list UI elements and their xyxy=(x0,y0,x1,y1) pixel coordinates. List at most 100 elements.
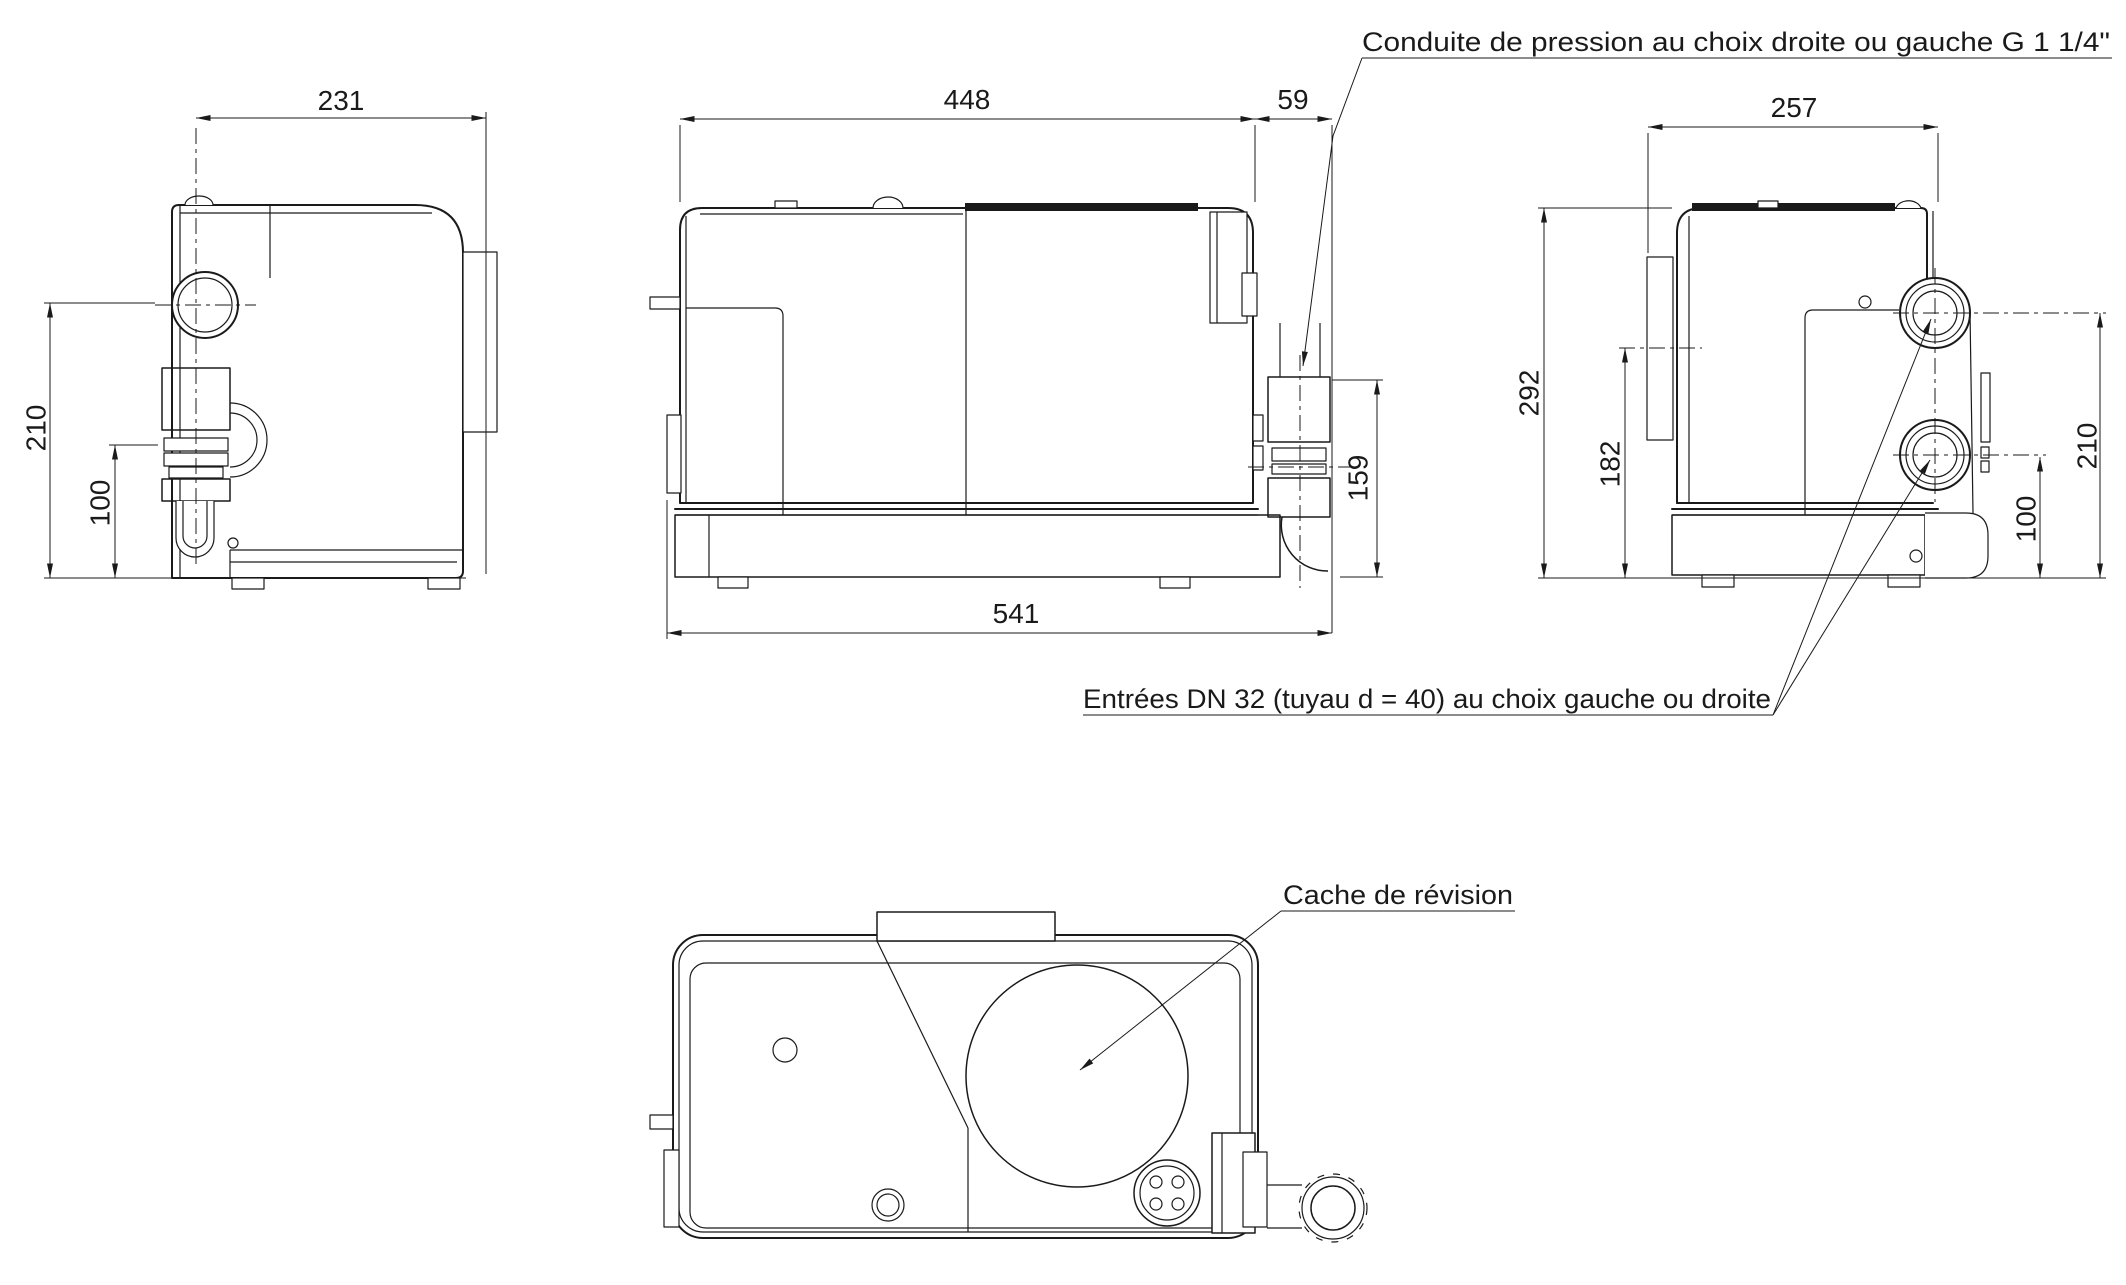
front-view-base-frame xyxy=(674,514,1281,578)
top-view-vent-hole xyxy=(772,1037,798,1063)
top-view-handle-tab xyxy=(876,911,1056,942)
top-view-panel-joint-diagonal xyxy=(876,940,969,1129)
front-view-left-plate xyxy=(666,414,682,494)
dim-front-outlet-offset-value: 59 xyxy=(1277,84,1308,115)
dim-right-depth: 257 xyxy=(1647,92,1939,253)
top-view-inspection-cover xyxy=(965,964,1189,1188)
top-view-threaded-cap-notches xyxy=(1298,1173,1368,1243)
right-view-face-edge xyxy=(1969,310,1974,514)
inlets-label: Entrées DN 32 (tuyau d = 40) au choix ga… xyxy=(1083,684,1771,714)
front-view-top-dome xyxy=(872,196,904,209)
right-view-foot xyxy=(1701,574,1735,588)
right-view-screw xyxy=(1858,295,1872,309)
dim-left-lower-height: 100 xyxy=(85,444,158,578)
left-view: 231 210 100 xyxy=(21,85,498,590)
dim-right-plate-height: 182 xyxy=(1595,348,1628,578)
dim-left-width: 231 xyxy=(196,85,487,574)
dim-left-inlet-height: 210 xyxy=(21,302,155,578)
front-view-fitting-ring xyxy=(1271,463,1327,475)
dim-right-total-height-value: 292 xyxy=(1514,370,1545,417)
dim-left-lower-height-value: 100 xyxy=(85,480,116,527)
left-view-body-outline xyxy=(171,204,464,579)
pressure-line-label: Conduite de pression au choix droite ou … xyxy=(1362,27,2110,57)
dim-front-total-length: 541 xyxy=(666,500,1332,639)
dim-left-inlet-height-value: 210 xyxy=(21,405,52,452)
right-view-screw xyxy=(1909,549,1923,563)
dim-front-outlet-offset: 59 xyxy=(1255,84,1333,633)
right-view-edge-strip xyxy=(1980,372,1991,443)
right-view-edge-tab xyxy=(1980,446,1990,459)
front-view-knurled-collar xyxy=(1267,477,1331,518)
right-view-top-dome xyxy=(1895,200,1922,209)
front-view-side-tab xyxy=(1252,445,1264,471)
dim-right-lower-inlet-height-value: 100 xyxy=(2011,496,2042,543)
front-view-outlet-socket xyxy=(1209,211,1248,324)
top-view-grommet-hole xyxy=(1149,1197,1163,1211)
inspection-cover-leader xyxy=(1079,910,1282,1071)
left-view-foot xyxy=(427,577,461,590)
front-view-foot xyxy=(717,576,749,589)
dim-right-total-height: 292 xyxy=(1514,207,1672,578)
dim-left-width-value: 231 xyxy=(318,85,365,116)
inlets-leader-lower xyxy=(1772,459,1931,716)
top-view-grommet-hole xyxy=(1171,1197,1185,1211)
left-view-foot xyxy=(231,577,265,590)
dim-front-outlet-height-value: 159 xyxy=(1343,455,1374,502)
dim-right-lower-inlet-height: 100 xyxy=(2011,457,2043,578)
top-view-small-port-inner xyxy=(876,1193,900,1217)
top-view-threaded-cap-bore xyxy=(1310,1185,1356,1231)
annotations: Conduite de pression au choix droite ou … xyxy=(1079,27,2112,1071)
right-view-edge-tab xyxy=(1980,460,1990,473)
front-view-top-tab xyxy=(774,200,798,209)
dim-front-body-length: 448 xyxy=(679,84,1256,202)
front-view: 448 59 541 159 xyxy=(649,84,1383,639)
dim-right-upper-inlet-height-value: 210 xyxy=(2072,423,2103,470)
dim-right-depth-value: 257 xyxy=(1771,92,1818,123)
left-view-siphon-loop-inner xyxy=(229,412,258,468)
right-view-foot xyxy=(1887,574,1921,588)
top-view-panel xyxy=(689,962,1241,1229)
left-view-siphon-loop xyxy=(229,402,268,478)
left-view-drain-tube-inner xyxy=(182,501,208,549)
top-view-threaded-cap xyxy=(1301,1176,1365,1240)
right-view-top-tab xyxy=(1757,200,1779,209)
top-view-grommet-hole xyxy=(1171,1175,1185,1189)
inlets-leader-upper xyxy=(1772,318,1932,716)
front-view-recess-panel xyxy=(686,307,784,515)
dim-front-outlet-height: 159 xyxy=(1332,379,1383,578)
dim-right-plate-height-value: 182 xyxy=(1595,441,1626,488)
front-view-side-tab xyxy=(1252,414,1264,442)
top-view-left-pin xyxy=(649,1114,674,1130)
front-view-threaded-fitting xyxy=(1267,376,1331,443)
top-view-small-port xyxy=(871,1188,905,1222)
pressure-line-leader xyxy=(1301,57,1363,367)
right-view-base-frame xyxy=(1671,514,1926,576)
left-view-top-dome xyxy=(184,195,214,206)
front-view-lid-strip xyxy=(965,203,1198,211)
top-view-grommet-hole xyxy=(1149,1175,1163,1189)
dim-right-upper-inlet-height: 210 xyxy=(2072,313,2103,578)
front-view-outlet-elbow xyxy=(1280,516,1329,572)
front-view-left-pin xyxy=(649,296,681,310)
right-view-lid-strip xyxy=(1692,203,1895,211)
front-view-foot xyxy=(1159,576,1191,589)
front-view-socket-latch xyxy=(1241,272,1258,317)
right-view: 257 292 182 210 100 xyxy=(1514,92,2106,588)
top-view-outlet-flange xyxy=(1242,1151,1268,1228)
right-view-body-outline xyxy=(1676,207,1928,504)
inspection-cover-label: Cache de révision xyxy=(1283,880,1513,910)
top-view-cable-grommet-inner xyxy=(1139,1165,1195,1221)
front-view-body-outline xyxy=(679,207,1254,504)
dim-front-total-length-value: 541 xyxy=(993,598,1040,629)
front-view-fitting-ring xyxy=(1271,447,1327,462)
right-view-bumper xyxy=(1925,512,1989,579)
left-view-side-plate xyxy=(462,251,498,433)
left-view-screw xyxy=(227,537,239,549)
top-view xyxy=(649,911,1369,1244)
top-view-left-plate xyxy=(663,1149,680,1228)
top-view-cap-base xyxy=(1297,1172,1369,1244)
top-view-cable-grommet xyxy=(1133,1159,1201,1227)
right-view-recess-panel xyxy=(1804,309,1899,515)
